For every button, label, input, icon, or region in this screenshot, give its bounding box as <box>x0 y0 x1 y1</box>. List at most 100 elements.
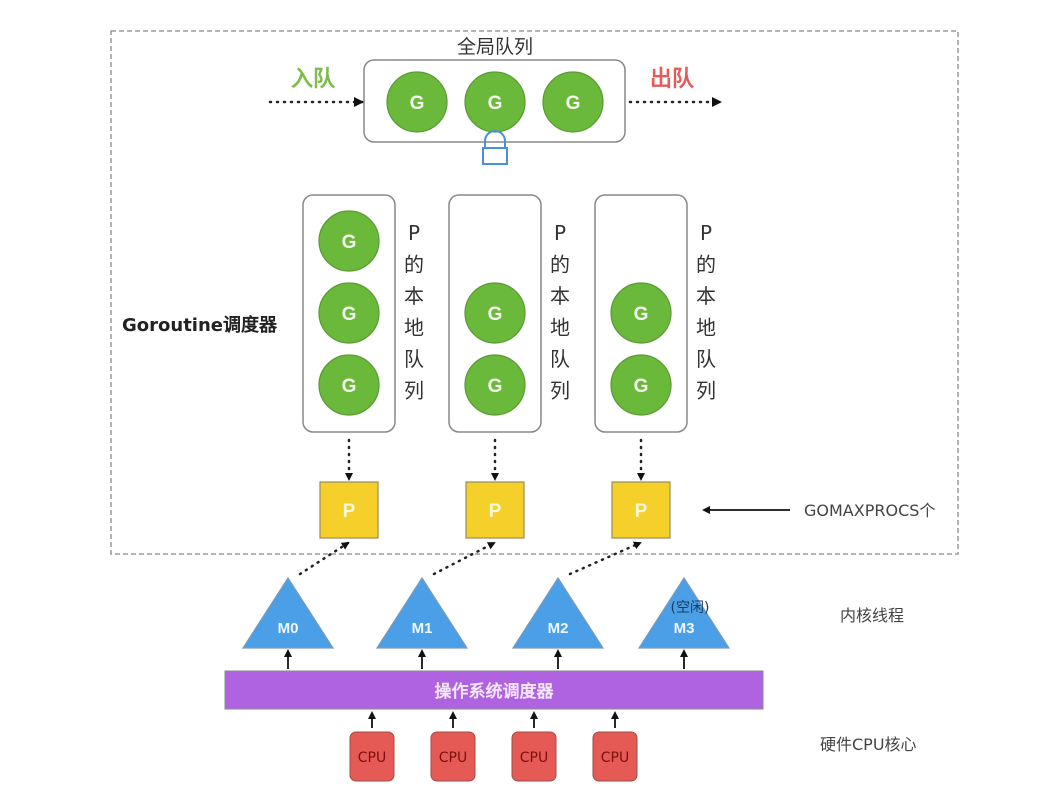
goroutine-label: G <box>634 376 649 397</box>
kernel-thread-m3: M3 (空闲) <box>637 576 731 669</box>
thread-triangle <box>511 576 605 649</box>
processor-label: P <box>343 501 356 522</box>
gomaxprocs-label: GOMAXPROCS个 <box>804 501 935 520</box>
kernel-thread-m1: M1 <box>375 541 496 669</box>
goroutine: G <box>464 354 526 416</box>
cpu-core-1: CPU <box>430 711 476 782</box>
local-queue-label-char: 本 <box>404 284 424 308</box>
goroutine: G <box>610 354 672 416</box>
processor-label: P <box>635 501 648 522</box>
thread-to-processor-arrow <box>568 541 642 576</box>
local-queue-label-char: 队 <box>696 347 716 371</box>
local-queue-label-char: 地 <box>696 316 716 340</box>
local-queue-label-char: 的 <box>550 253 570 277</box>
lock-icon <box>482 130 508 165</box>
thread-to-processor-arrow <box>298 541 350 576</box>
goroutine-circle <box>610 282 672 344</box>
goroutine-label: G <box>634 304 649 325</box>
cpu-label: CPU <box>520 750 548 766</box>
local-queue-label-char: 本 <box>696 284 716 308</box>
local-queue-label-char: 列 <box>404 379 424 403</box>
goroutine: G <box>318 282 380 344</box>
goroutine-scheduler-label: Goroutine调度器 <box>122 314 278 336</box>
goroutine: G <box>386 71 448 133</box>
goroutine: G <box>464 71 526 133</box>
goroutine-circle <box>318 354 380 416</box>
thread-label: M1 <box>412 620 433 637</box>
goroutine: G <box>610 282 672 344</box>
goroutine-circle <box>464 354 526 416</box>
cpu-core-3: CPU <box>592 711 638 782</box>
thread-idle-note: (空闲) <box>671 600 710 616</box>
local-queue-label-char: 列 <box>550 379 570 403</box>
global-queue-label: 全局队列 <box>457 36 533 58</box>
goroutine-label: G <box>342 376 357 397</box>
processor-label: P <box>489 501 502 522</box>
goroutine-circle <box>318 282 380 344</box>
local-queue-label-char: 队 <box>550 347 570 371</box>
cpu-label: CPU <box>439 750 467 766</box>
cpu-box <box>349 731 395 782</box>
goroutine-label: G <box>342 304 357 325</box>
cpu-box <box>430 731 476 782</box>
goroutine-label: G <box>566 93 581 114</box>
goroutine: G <box>464 282 526 344</box>
thread-label: M3 <box>674 620 695 637</box>
cpu-label: CPU <box>358 750 386 766</box>
goroutine-label: G <box>488 93 503 114</box>
cpu-core-0: CPU <box>349 711 395 782</box>
goroutine: G <box>318 354 380 416</box>
local-queue-label-char: P <box>700 221 712 245</box>
thread-triangle <box>375 576 469 649</box>
os-scheduler-bar <box>224 670 764 710</box>
goroutine-circle <box>610 354 672 416</box>
processor-2: P <box>611 481 671 539</box>
thread-triangle <box>637 576 731 649</box>
kernel-thread-m0: M0 <box>241 541 350 669</box>
local-queue-label-char: 的 <box>696 253 716 277</box>
goroutine-label: G <box>488 304 503 325</box>
thread-to-processor-arrow <box>432 541 496 576</box>
local-queue-label-char: 本 <box>550 284 570 308</box>
goroutine-circle <box>318 210 380 272</box>
goroutine-scheduler-boundary <box>110 30 959 555</box>
cpu-box <box>592 731 638 782</box>
cpu-label: CPU <box>601 750 629 766</box>
goroutine-circle <box>464 282 526 344</box>
local-queue-label-char: P <box>408 221 420 245</box>
local-queue-label-char: 队 <box>404 347 424 371</box>
cpu-cores: CPU CPU CPU CPU <box>349 711 638 782</box>
kernel-threads: M0 M1 M2 M3 (空闲) <box>241 541 731 669</box>
goroutine-circle <box>542 71 604 133</box>
cpu-cores-label: 硬件CPU核心 <box>820 735 917 754</box>
processor-box <box>465 481 525 539</box>
goroutine: G <box>542 71 604 133</box>
thread-label: M2 <box>548 620 569 637</box>
enqueue-label: 入队 <box>291 67 336 92</box>
goroutine-circle <box>386 71 448 133</box>
goroutine-label: G <box>488 376 503 397</box>
goroutine-label: G <box>342 232 357 253</box>
local-queue-label-char: 的 <box>404 253 424 277</box>
processor-box <box>319 481 379 539</box>
local-queue-label-char: 地 <box>550 316 570 340</box>
processor-1: P <box>465 481 525 539</box>
kernel-thread-m2: M2 <box>511 541 642 669</box>
goroutine-label: G <box>410 93 425 114</box>
local-queue-label-char: 地 <box>404 316 424 340</box>
global-queue: 全局队列 G G G 入队 出队 <box>268 36 722 165</box>
thread-label: M0 <box>278 620 299 637</box>
cpu-box <box>511 731 557 782</box>
os-scheduler-label: 操作系统调度器 <box>435 681 555 702</box>
local-queue-label-char: P <box>554 221 566 245</box>
cpu-core-2: CPU <box>511 711 557 782</box>
processor-0: P <box>319 481 379 539</box>
goroutine: G <box>318 210 380 272</box>
dequeue-label: 出队 <box>650 67 695 92</box>
local-queue-label-char: 列 <box>696 379 716 403</box>
